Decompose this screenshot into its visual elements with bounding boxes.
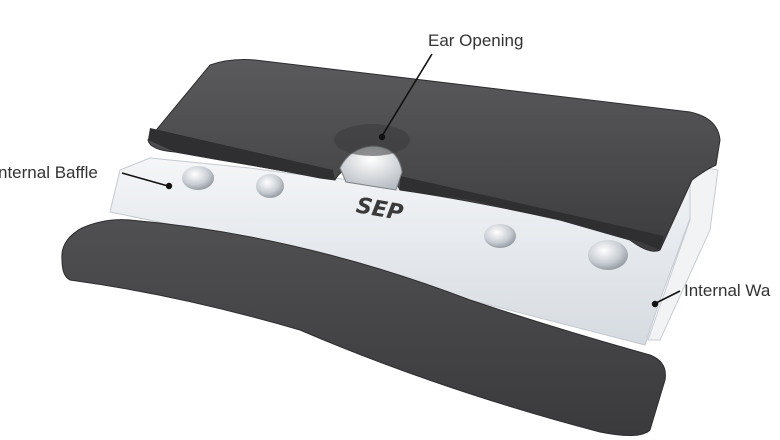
leader-ear-opening <box>381 53 433 137</box>
baffle-post <box>484 224 516 248</box>
top-cushion-front-face <box>148 128 335 180</box>
leader-dot-internal-wall <box>651 300 659 308</box>
leader-dot-ear-opening <box>378 133 386 141</box>
callout-ear-opening: Ear Opening <box>428 31 523 50</box>
leader-dot-internal-baffle <box>165 182 173 190</box>
baffle-posts <box>182 166 628 270</box>
callout-internal-baffle: nternal Baffle <box>0 163 98 182</box>
baffle-post <box>256 174 284 198</box>
baffle-post <box>182 166 214 190</box>
liner-back-edge <box>647 164 719 341</box>
leader-internal-wall <box>655 290 681 304</box>
callout-internal-wall: Internal Wa <box>684 281 771 300</box>
ear-opening-rim <box>334 124 410 156</box>
baffle-post <box>588 240 628 270</box>
leader-internal-baffle <box>121 172 169 187</box>
bottom-cushion <box>61 219 666 436</box>
top-cushion-front-face-right <box>400 176 664 250</box>
